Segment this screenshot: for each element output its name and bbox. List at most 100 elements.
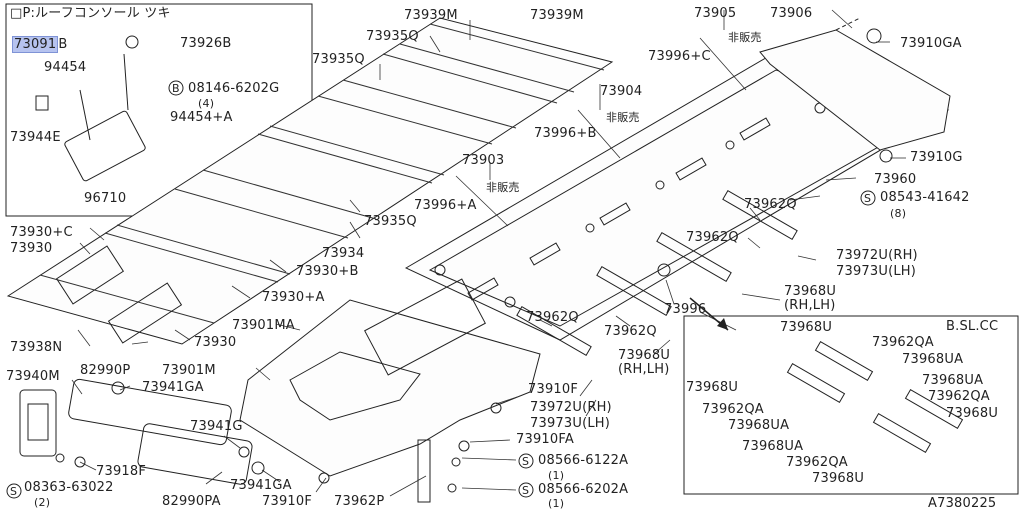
roof-front-pad: [107, 282, 183, 344]
part-label-73944E: 73944E: [10, 130, 61, 145]
part-label-73901MA: 73901MA: [232, 318, 295, 333]
part-label-73935Q-1: 73935Q: [366, 29, 419, 44]
part-label-73910G: 73910G: [910, 150, 963, 165]
part-label-73941GA-1: 73941GA: [142, 380, 204, 395]
screw-S3-marker: [518, 453, 534, 469]
part-label-73968U-1-side: (RH,LH): [784, 298, 836, 313]
part-label-94454: 94454: [44, 60, 87, 75]
part-label-82990P: 82990P: [80, 363, 131, 378]
inset-label-73968U-l: 73968U: [812, 471, 865, 486]
not-sold-note-2: 非販売: [606, 111, 640, 124]
screw-S4-letter: S: [522, 484, 529, 497]
part-73091-highlight[interactable]: 73091: [12, 36, 59, 53]
inset-bslcc-frame: [683, 315, 1019, 495]
part-label-73960: 73960: [874, 172, 917, 187]
part-label-73910F-2: 73910F: [262, 494, 313, 509]
roof-rear-pad: [55, 245, 125, 305]
part-label-73930-b: 73930: [194, 335, 237, 350]
part-label-screw-08363-qty: (2): [34, 496, 51, 509]
screw-08363-63022: [55, 453, 65, 463]
clip-73910F-2: [318, 472, 330, 484]
screw-08566-6202A: [447, 483, 457, 493]
part-label-73918F: 73918F: [96, 464, 147, 479]
clip-73910GA: [866, 28, 882, 44]
part-label-73935Q-3: 73935Q: [364, 214, 417, 229]
roof-lining-panel: [6, 17, 614, 345]
part-label-screw-08566-6122A-qty: (1): [548, 469, 565, 482]
roof-mirror-bracket-inner: [27, 403, 49, 441]
part-label-73973U-lh: 73973U(LH): [836, 264, 917, 279]
inset-label-73968UA-j: 73968UA: [742, 439, 804, 454]
screw-S1-marker: [860, 190, 876, 206]
part-label-bolt: 08146-6202G: [188, 81, 280, 96]
part-label-73940M: 73940M: [6, 369, 60, 384]
console-nut: [125, 35, 139, 49]
screw-S1-letter: S: [864, 192, 871, 205]
bolt-B-letter: B: [172, 82, 180, 95]
inset-label-73962QA-g: 73962QA: [702, 402, 764, 417]
clip-73910G: [879, 149, 893, 163]
diagram-code: A7380225: [928, 496, 997, 511]
inset-label-73968UA-e: 73968UA: [922, 373, 984, 388]
part-label-73910FA: 73910FA: [516, 432, 574, 447]
part-label-73910F-1: 73910F: [528, 382, 579, 397]
part-label-73939M-2: 73939M: [530, 8, 584, 23]
part-label-73935Q-2: 73935Q: [312, 52, 365, 67]
clip-73941GA-2: [251, 461, 265, 475]
clip-73910F: [490, 402, 502, 414]
screw-S2-marker: [6, 483, 22, 499]
part-label-73939M-1: 73939M: [404, 8, 458, 23]
rails: [516, 189, 798, 357]
part-label-73941G: 73941G: [190, 419, 243, 434]
screw-S4-marker: [518, 482, 534, 498]
headliner-rear-lamp: [364, 278, 486, 376]
part-label-73903: 73903: [462, 153, 505, 168]
part-label-screw-08566-6202A-qty: (1): [548, 497, 565, 510]
part-label-73930: 73930: [10, 241, 53, 256]
roof-console-garnish-upper: [68, 378, 232, 446]
part-label-73906: 73906: [770, 6, 813, 21]
screw-S3-letter: S: [522, 455, 529, 468]
console-tray: [64, 110, 146, 182]
inset-label-73968UA-c: 73968UA: [902, 352, 964, 367]
part-label-73934: 73934: [322, 246, 365, 261]
part-label-bolt-qty: (4): [198, 97, 215, 110]
inset-label-73968U-d: 73968U: [686, 380, 739, 395]
part-label-73996C: 73996+C: [648, 49, 711, 64]
clip-73941G: [238, 446, 250, 458]
part-label-73938N: 73938N: [10, 340, 63, 355]
pillar-bracket-73962P: [417, 439, 431, 503]
part-label-73905: 73905: [694, 6, 737, 21]
part-label-73968U-2: 73968U: [618, 348, 671, 363]
screw-S2-letter: S: [10, 485, 17, 498]
inset-header: □P:ルーフコンソール ツキ: [10, 6, 171, 21]
not-sold-note-3: 非販売: [486, 181, 520, 194]
part-label-73972U-rh-2: 73972U(RH): [530, 400, 612, 415]
part-label-screw-08543-qty: (8): [890, 207, 907, 220]
part-73091-suffix: B: [58, 37, 68, 52]
part-label-73941GA-2: 73941GA: [230, 478, 292, 493]
part-label-73930B: 73930+B: [296, 264, 359, 279]
part-label-73962Q-1: 73962Q: [744, 197, 797, 212]
part-label-73973U-lh-2: 73973U(LH): [530, 416, 611, 431]
part-label-73901M: 73901M: [162, 363, 216, 378]
part-label-73910GA: 73910GA: [900, 36, 962, 51]
detail-arrow-head: [717, 318, 728, 330]
headliner-console-opening: [289, 351, 421, 421]
part-label-73962Q-4: 73962Q: [604, 324, 657, 339]
roof-center-holes: [434, 102, 826, 308]
console-clip: [35, 95, 49, 111]
part-label-73996: 73996: [664, 302, 707, 317]
part-label-73926B: 73926B: [180, 36, 232, 51]
clip-73918F: [74, 456, 86, 468]
part-label-82990PA: 82990PA: [162, 494, 221, 509]
part-label-73968U-2-side: (RH,LH): [618, 362, 670, 377]
inset-label-73968U-a: 73968U: [780, 320, 833, 335]
inset-label-73962QA-k: 73962QA: [786, 455, 848, 470]
part-label-73904: 73904: [600, 84, 643, 99]
inset-label-73968U-h: 73968U: [946, 406, 999, 421]
part-label-screw-08566-6202A: 08566-6202A: [538, 482, 629, 497]
headliner-lower: [239, 299, 541, 477]
